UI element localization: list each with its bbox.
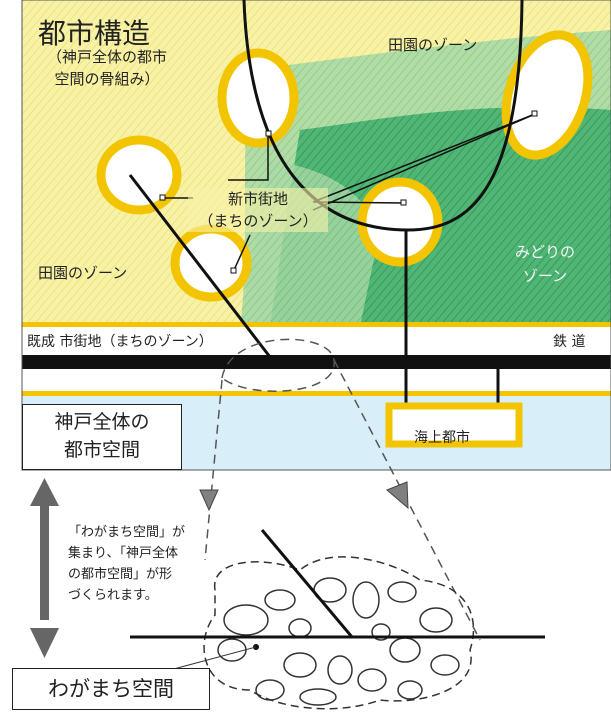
zoom-arrowhead	[386, 481, 409, 510]
urban-ring	[170, 224, 252, 302]
offshore-city-box	[385, 402, 523, 448]
subtitle-line-2: 空間の骨組み）	[54, 70, 160, 88]
urban-ring	[96, 135, 182, 215]
railway-label: 鉄 道	[553, 334, 586, 350]
green-zone-line-1: みどりの	[514, 243, 575, 261]
explanation-note: 「わがまち空間」が 集まり、「神戸全体 の都市空間」が形 づくられます。	[68, 522, 208, 606]
urban-ring	[357, 177, 443, 267]
urban-ring	[501, 30, 593, 160]
urban-axis-curve	[242, 0, 524, 232]
diagonal-axis	[128, 174, 272, 358]
new-urban-label: 新市街地 （まちのゾーン）	[188, 188, 328, 232]
kobe-urban-space-box: 神戸全体の 都市空間	[22, 404, 182, 470]
offshore-city-label: 海上都市	[414, 430, 470, 446]
map-subtitle: （神戸全体の都市 空間の骨組み）	[22, 46, 192, 90]
zoom-arrowhead	[199, 489, 219, 512]
green-zone-line-2: ゾーン	[522, 267, 568, 285]
railway-line	[22, 355, 611, 369]
new-urban-line-1: 新市街地	[227, 190, 288, 208]
wagamachi-cluster	[203, 556, 475, 710]
kobe-space-line-1: 神戸全体の	[54, 411, 150, 433]
note-line-4: づくられます。	[68, 588, 158, 603]
rural-zone-label-left: 田園のゾーン	[38, 264, 128, 282]
rural-zone-label-top: 田園のゾーン	[388, 36, 478, 54]
map-title: 都市構造	[38, 17, 151, 50]
note-line-2: 集まり、「神戸全体	[68, 546, 178, 561]
note-line-1: 「わがまち空間」が	[68, 525, 186, 540]
existing-urban-label: 既成 市街地（まちのゾーン）	[27, 334, 213, 350]
wagamachi-space-box: わがまち空間	[12, 668, 210, 710]
new-urban-line-2: （まちのゾーン）	[198, 212, 318, 230]
kobe-space-line-2: 都市空間	[63, 439, 140, 461]
subtitle-line-1: （神戸全体の都市	[46, 48, 167, 66]
note-line-3: の都市空間」が形	[68, 567, 173, 582]
green-zone-label: みどりの ゾーン	[500, 240, 590, 288]
scale-double-arrow	[40, 500, 49, 620]
existing-urban-strip	[22, 327, 611, 355]
